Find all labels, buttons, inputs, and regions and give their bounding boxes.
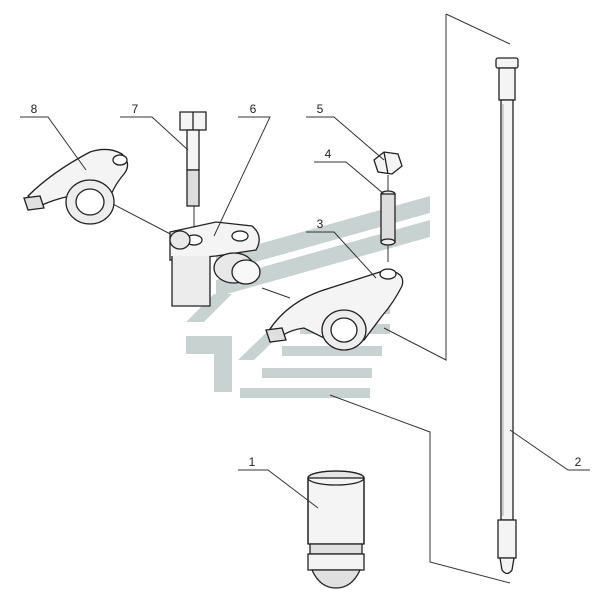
callout-2: 2 [575,455,582,469]
callout-3: 3 [317,217,324,231]
callout-4: 4 [325,147,332,161]
callout-labels: 8 7 6 5 4 3 1 2 [31,102,582,469]
push-rod [495,57,519,575]
rocker-shaft-bracket [169,221,261,307]
callout-8: 8 [31,102,38,116]
rocker-arm-small [23,148,129,225]
rocker-arm-large [265,268,404,351]
callout-7: 7 [132,102,139,116]
adjusting-screw [380,190,396,246]
callout-leaders [20,116,590,509]
callout-5: 5 [317,102,324,116]
callout-1: 1 [249,455,256,469]
tappet [307,470,365,589]
connector-lines [85,13,511,584]
callout-6: 6 [250,102,257,116]
bolt [179,111,207,207]
